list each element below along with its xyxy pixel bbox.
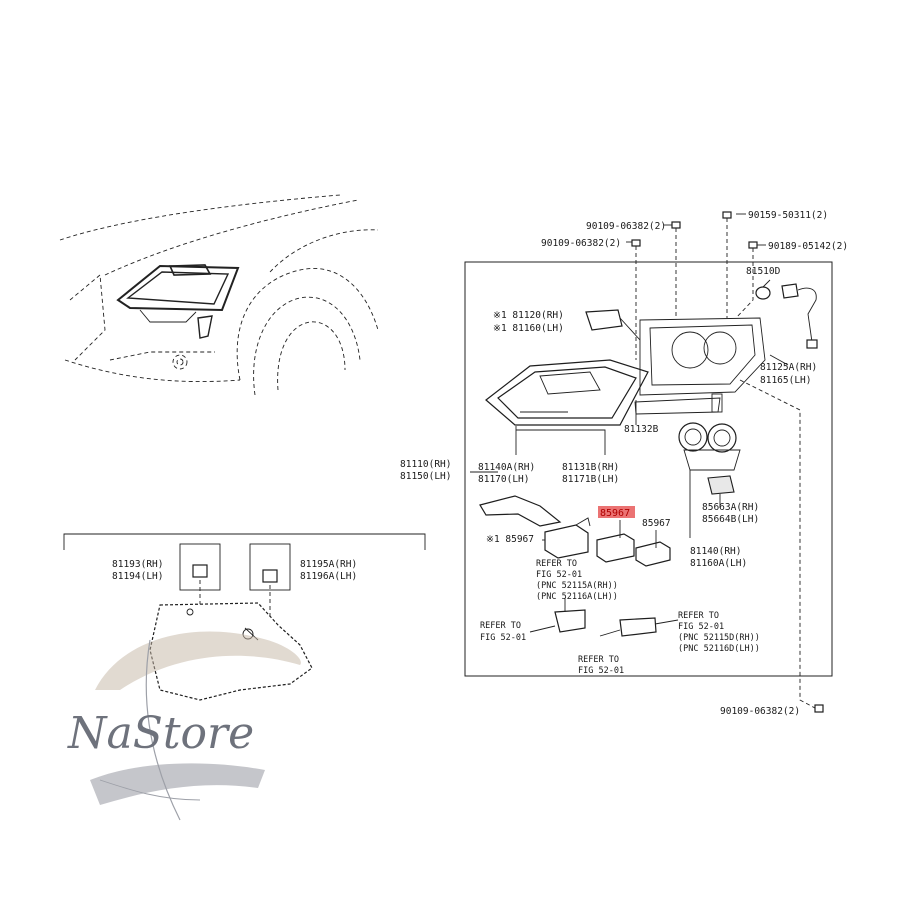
main-assembly-frame: [464, 261, 833, 677]
label-81125a-rh: 81125A(RH): [760, 362, 817, 373]
screw-label-4: 90189-05142(2): [768, 241, 848, 252]
refer-bottom-line-1: REFER TO: [578, 655, 619, 665]
refer-right-line-3: (PNC 52115D(RH)): [678, 633, 760, 643]
label-81132b: 81132B: [624, 424, 659, 435]
refer-left-line-1: REFER TO: [480, 621, 521, 631]
refer-right-line-1: REFER TO: [678, 611, 719, 621]
refer-top-line-1: REFER TO: [536, 559, 577, 569]
logo-arc-top: [95, 631, 301, 690]
label-81510d: 81510D: [746, 266, 781, 277]
refer-top-line-2: FIG 52-01: [536, 570, 582, 580]
refer-top-line-3: (PNC 52115A(RH)): [536, 581, 618, 591]
label-81140a-rh: 81140A(RH): [478, 462, 535, 473]
screw-label-3: 90159-50311(2): [748, 210, 828, 221]
watermark-logo: NaStore: [67, 631, 301, 821]
label-81165-lh: 81165(LH): [760, 375, 811, 386]
screw-label-2: 90109-06382(2): [541, 238, 621, 249]
ecu-modules: [544, 517, 671, 567]
label-81194-lh: 81194(LH): [112, 571, 163, 582]
headlamp-assembly: [485, 309, 766, 426]
label-81160a-lh: 81160A(LH): [690, 558, 747, 569]
labels: 90109-06382(2) 90109-06382(2) 90159-5031…: [112, 210, 848, 717]
label-85967-right: 85967: [642, 518, 671, 529]
car-front-illustration: [59, 194, 379, 396]
screw-label-5: 90109-06382(2): [720, 706, 800, 717]
label-81160-lh: ※1 81160(LH): [493, 323, 564, 334]
label-85967-highlighted: 85967: [600, 508, 630, 519]
bottom-brackets: [529, 609, 679, 637]
side-bracket: [479, 495, 562, 527]
label-85663a-rh: 85663A(RH): [702, 502, 759, 513]
refer-right-line-4: (PNC 52116D(LH)): [678, 644, 760, 654]
label-81110-rh: 81110(RH): [400, 459, 451, 470]
label-81170-lh: 81170(LH): [478, 474, 529, 485]
label-85664b-lh: 85664B(LH): [702, 514, 759, 525]
screw-label-1: 90109-06382(2): [586, 221, 666, 232]
label-81195a-rh: 81195A(RH): [300, 559, 357, 570]
label-81193-rh: 81193(RH): [112, 559, 163, 570]
label-81150-lh: 81150(LH): [400, 471, 451, 482]
label-81120-rh: ※1 81120(RH): [493, 310, 564, 321]
projector-unit: [678, 422, 741, 495]
refer-top-line-4: (PNC 52116A(LH)): [536, 592, 618, 602]
leader-lines: [470, 213, 816, 709]
label-85967-left: ※1 85967: [486, 534, 534, 545]
logo-swoosh-bottom: [90, 763, 265, 805]
watermark-text: NaStore: [67, 708, 254, 759]
highlight-box: [598, 506, 635, 518]
label-81171b-lh: 81171B(LH): [562, 474, 619, 485]
refer-right-line-2: FIG 52-01: [678, 622, 724, 632]
bulb-harness: [755, 283, 818, 349]
refer-left-line-2: FIG 52-01: [480, 633, 526, 643]
label-81196a-lh: 81196A(LH): [300, 571, 357, 582]
label-81140-rh: 81140(RH): [690, 546, 741, 557]
label-81131b-rh: 81131B(RH): [562, 462, 619, 473]
refer-bottom-line-2: FIG 52-01: [578, 666, 624, 676]
